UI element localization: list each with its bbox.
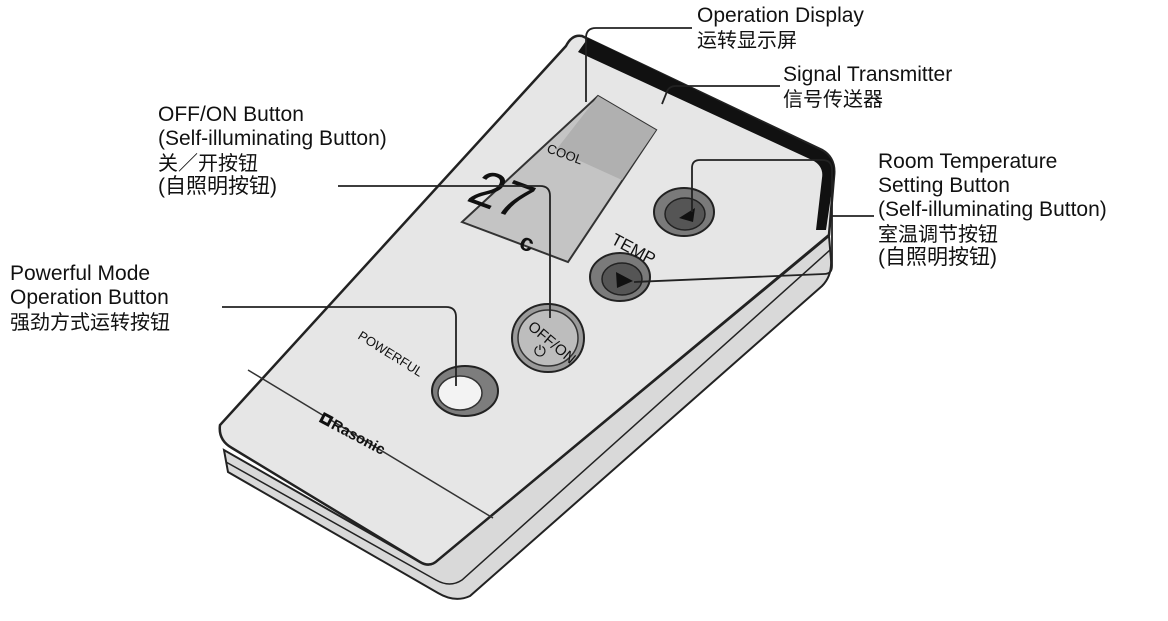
label-off-on-button: OFF/ON Button (Self-illuminating Button)…: [158, 103, 387, 198]
callout-lines: [222, 27, 874, 386]
label-room-temperature-button: Room Temperature Setting Button (Self-il…: [878, 150, 1107, 269]
remote-lower-division: [247, 369, 494, 519]
callout-room-temperature: [633, 159, 833, 283]
power-icon: ⏻: [534, 343, 546, 360]
label-powerful-mode-button: Powerful Mode Operation Button 强劲方式运转按钮: [10, 262, 170, 334]
callout-powerful: [222, 306, 457, 386]
callout-operation-display: [585, 27, 692, 102]
off-on-button[interactable]: OFF/ON ⏻: [511, 303, 585, 373]
callout-off-on: [338, 185, 551, 318]
label-operation-display: Operation Display 运转显示屏: [697, 4, 864, 52]
remote-side-line: [225, 249, 831, 585]
signal-transmitter-band: [578, 38, 835, 230]
triangle-up-icon: [679, 208, 695, 222]
callout-signal-transmitter: [661, 85, 780, 105]
triangle-right-icon: [616, 272, 633, 288]
label-signal-transmitter: Signal Transmitter 信号传送器: [783, 63, 953, 111]
powerful-button[interactable]: [431, 365, 499, 417]
temp-down-button[interactable]: [589, 252, 651, 302]
remote-face: [218, 34, 836, 566]
temp-up-button[interactable]: [653, 187, 715, 237]
